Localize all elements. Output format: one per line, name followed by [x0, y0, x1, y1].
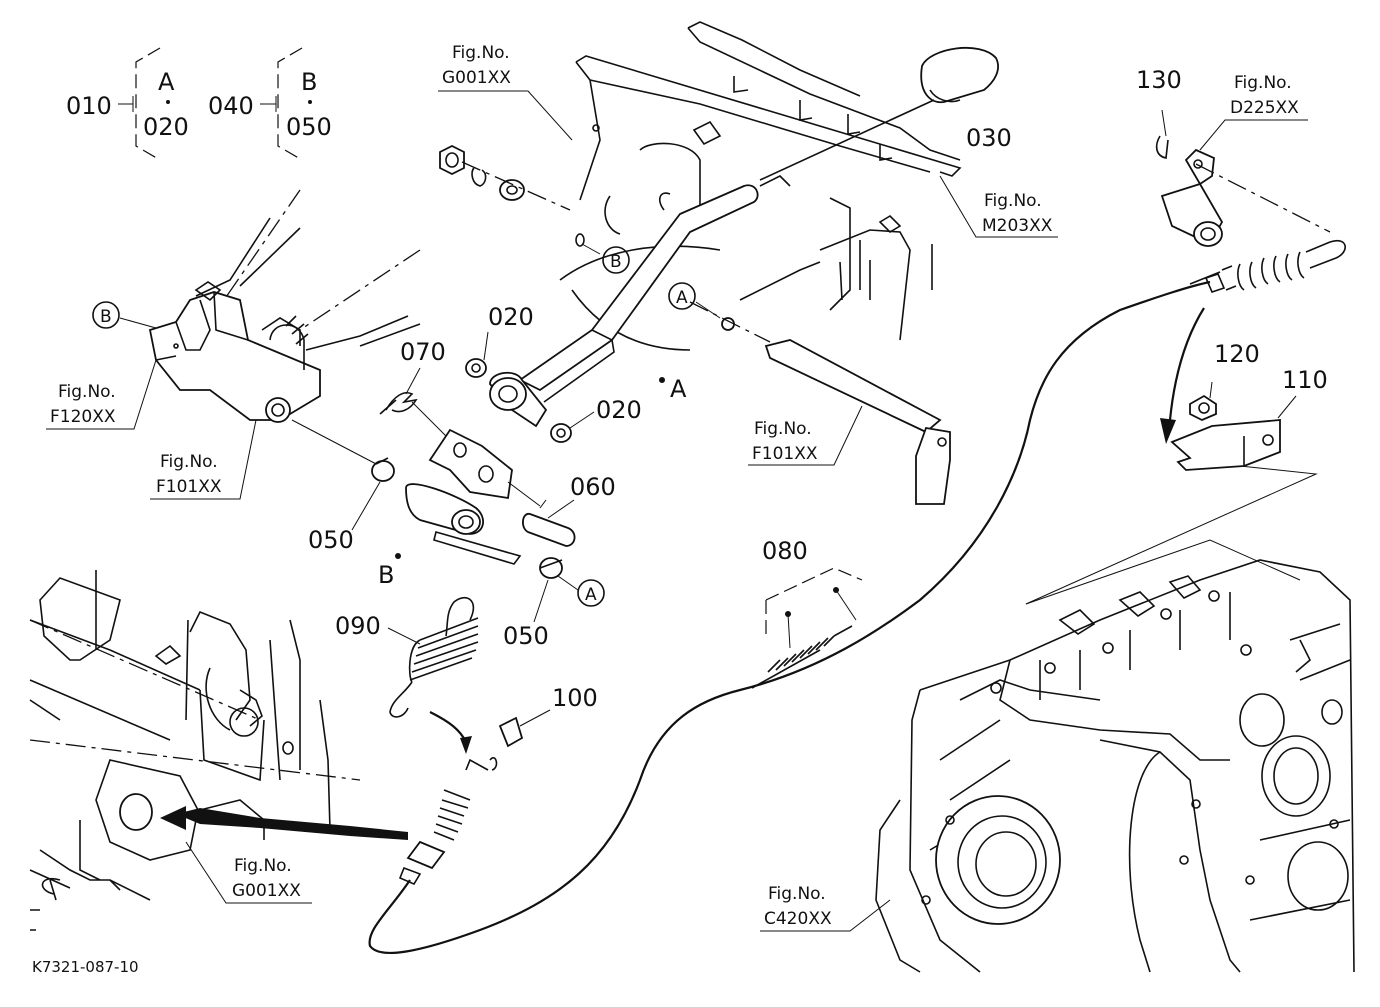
fig-label: Fig.No. [984, 191, 1042, 211]
label-100: 100 [552, 684, 598, 712]
pivot-rod [689, 301, 951, 505]
pedal-bracket-drawing [518, 21, 999, 403]
fig-number: C420XX [764, 909, 832, 929]
label-070: 070 [400, 338, 446, 366]
pin-060 [522, 499, 576, 547]
cable-080-bracket [765, 567, 863, 649]
lower-left-frame-drawing [29, 570, 361, 931]
point-a: A [659, 375, 687, 403]
svg-text:B: B [378, 561, 394, 589]
fig-number: M203XX [982, 216, 1053, 236]
bushing-020-top [465, 358, 487, 378]
drawing-code: K7321-087-10 [32, 958, 139, 976]
d225-bracket [1155, 109, 1331, 247]
legend-group-b: 040 B 050 [208, 47, 332, 161]
bracket-leader [1025, 465, 1318, 605]
marker-a-lower: A [557, 575, 605, 607]
legend-group-a: 010 A 020 [66, 47, 189, 161]
bolt-120 [1189, 381, 1217, 421]
label-050-left: 050 [308, 526, 354, 554]
bushing-020-bottom [550, 423, 572, 443]
svg-text:A: A [670, 375, 687, 403]
label-020-top: 020 [488, 303, 534, 331]
ref-fig-c420: Fig.No. C420XX [760, 884, 891, 932]
left-bracket-drawing [148, 189, 421, 467]
svg-text:B: B [100, 307, 112, 327]
transmission-case-drawing [875, 539, 1355, 973]
label-040: 040 [208, 92, 254, 120]
pin-100 [498, 709, 551, 748]
fig-label: Fig.No. [58, 382, 116, 402]
ref-fig-d225: Fig.No. D225XX [1199, 73, 1308, 151]
fig-label: Fig.No. [452, 43, 510, 63]
svg-text:A: A [676, 288, 688, 308]
label-090: 090 [335, 612, 381, 640]
cable-end-upper [1189, 239, 1346, 293]
marker-b-left: B [92, 301, 157, 329]
fig-label: Fig.No. [768, 884, 826, 904]
legend-marker-a: A [158, 68, 175, 96]
fig-number: F101XX [156, 477, 222, 497]
legend-marker-b: B [301, 68, 317, 96]
ref-fig-g001-bottom: Fig.No. G001XX [185, 841, 312, 904]
center-pedal-arm [405, 428, 541, 565]
label-110: 110 [1282, 366, 1328, 394]
ref-fig-g001-top: Fig.No. G001XX [438, 43, 573, 141]
bushing-050-left [371, 457, 395, 482]
label-010: 010 [66, 92, 112, 120]
fig-label: Fig.No. [754, 419, 812, 439]
cable-end-lower [398, 757, 498, 886]
cable-routing-pointer [160, 806, 408, 840]
ref-fig-f101-right: Fig.No. F101XX [748, 405, 863, 466]
ref-fig-f120: Fig.No. F120XX [46, 359, 157, 430]
point-b: B [378, 553, 401, 589]
legend-label-050: 050 [286, 113, 332, 141]
marker-b-upper: B [581, 243, 630, 274]
svg-text:B: B [610, 252, 622, 272]
spring-arrow [429, 711, 472, 754]
marker-a-upper: A [668, 282, 721, 319]
fig-label: Fig.No. [234, 856, 292, 876]
label-120: 120 [1214, 340, 1260, 368]
fig-number: G001XX [232, 881, 301, 901]
cable-routing-arrow [1160, 307, 1205, 444]
fig-number: G001XX [442, 68, 511, 88]
fig-number: D225XX [1230, 98, 1299, 118]
label-060: 060 [570, 473, 616, 501]
fig-number: F120XX [50, 407, 116, 427]
control-cable-080 [368, 280, 1211, 955]
fig-number: F101XX [752, 444, 818, 464]
fig-label: Fig.No. [160, 452, 218, 472]
bushing-050-right [539, 557, 563, 579]
label-030: 030 [966, 124, 1012, 152]
fig-label: Fig.No. [1234, 73, 1292, 93]
legend-label-020: 020 [143, 113, 189, 141]
label-020-bottom: 020 [596, 396, 642, 424]
lever-pivot-boss [489, 371, 548, 428]
label-050-right: 050 [503, 622, 549, 650]
nut-washer-set [439, 144, 571, 211]
label-080: 080 [762, 537, 808, 565]
ref-fig-m203: Fig.No. M203XX [939, 175, 1058, 238]
spring-090 [389, 596, 479, 718]
svg-text:A: A [585, 585, 597, 605]
label-130: 130 [1136, 66, 1182, 94]
ref-fig-f101-left: Fig.No. F101XX [150, 419, 257, 500]
